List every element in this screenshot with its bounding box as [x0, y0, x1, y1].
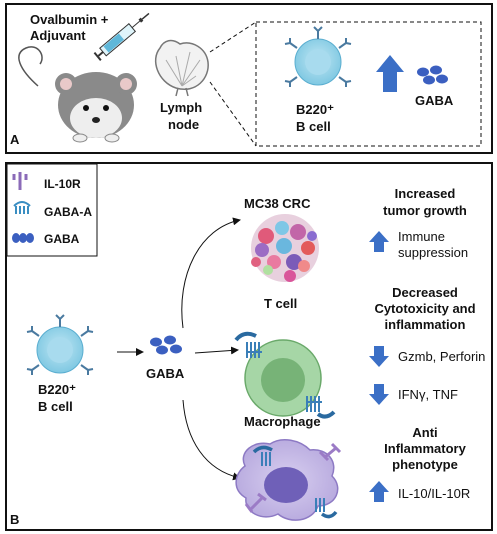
- lymph-node-icon: [155, 39, 209, 97]
- down-arrow-icon-b2: [369, 384, 389, 405]
- bcell-label-a-1: B220⁺: [296, 102, 334, 117]
- outcome2-title-1: Decreased: [392, 285, 458, 300]
- outcome3-title-2: Inflammatory: [384, 441, 466, 456]
- tcell-label: T cell: [264, 296, 298, 311]
- legend-gaba: GABA: [44, 232, 80, 246]
- tumor-cluster-icon: [251, 214, 319, 282]
- mouse-icon: [18, 46, 137, 143]
- up-arrow-icon-a: [376, 55, 404, 92]
- lymph-label-1: Lymph: [160, 100, 203, 115]
- panel-b-letter: B: [10, 512, 20, 527]
- outcome1-item-1: Immune: [398, 229, 445, 244]
- panel-a-letter: A: [10, 132, 20, 147]
- up-arrow-icon-b2: [369, 481, 389, 502]
- gaba-label-a: GABA: [415, 93, 454, 108]
- outcome2-item-1: Gzmb, Perforin: [398, 349, 486, 364]
- b-cell-icon-a: [284, 26, 352, 87]
- mc38-label: MC38 CRC: [244, 196, 311, 211]
- t-cell-icon: [234, 331, 336, 419]
- outcome1-title-2: tumor growth: [383, 203, 467, 218]
- bcell-label-b-2: B cell: [38, 399, 73, 414]
- b-cell-icon-b: [26, 314, 94, 375]
- outcome3-item-1: IL-10/IL-10R: [398, 486, 471, 501]
- outcome2-title-3: inflammation: [384, 317, 466, 332]
- mouse-label-1: Ovalbumin +: [30, 12, 109, 27]
- macrophage-label: Macrophage: [244, 414, 321, 429]
- legend-gaba-a: GABA-A: [44, 205, 92, 219]
- outcome3-title-1: Anti: [412, 425, 438, 440]
- gaba-a-icon: [13, 201, 31, 214]
- bcell-label-b-1: B220⁺: [38, 382, 76, 397]
- gaba-label-b: GABA: [146, 366, 185, 381]
- mouse-label-2: Adjuvant: [30, 28, 86, 43]
- outcome1-title-1: Increased: [394, 186, 456, 201]
- lymph-label-2: node: [168, 117, 200, 132]
- bcell-label-a-2: B cell: [296, 119, 331, 134]
- outcome1-item-2: suppression: [398, 245, 469, 260]
- down-arrow-icon-b1: [369, 346, 389, 367]
- gaba-legend-icon: [12, 233, 34, 243]
- macrophage-icon: [235, 438, 342, 521]
- syringe-icon: [93, 12, 150, 61]
- outcome3-title-3: phenotype: [392, 457, 458, 472]
- outcome2-item-2: IFNγ, TNF: [398, 387, 458, 402]
- gaba-molecules-a: [417, 65, 448, 85]
- up-arrow-icon-b1: [369, 231, 389, 252]
- il10r-icon: [12, 172, 28, 190]
- gaba-molecules-b: [150, 335, 182, 355]
- legend-il10r: IL-10R: [44, 177, 81, 191]
- outcome2-title-2: Cytotoxicity and: [374, 301, 476, 316]
